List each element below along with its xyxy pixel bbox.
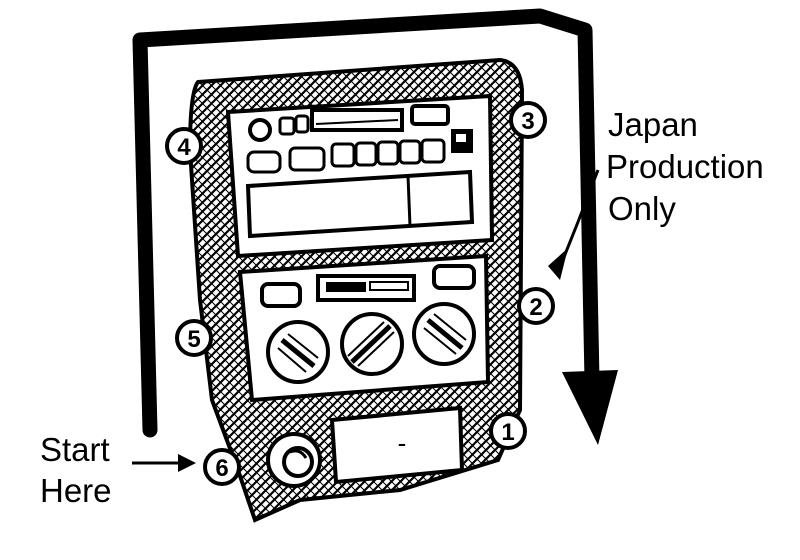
start-note-line-1: Start [40, 431, 110, 468]
storage-pocket [329, 405, 465, 485]
svg-text:4: 4 [177, 134, 191, 161]
svg-text:3: 3 [521, 108, 534, 135]
radio-preset-button [420, 138, 446, 164]
fastener-1-badge: 1 [489, 412, 527, 450]
climate-button [260, 282, 302, 308]
climate-button [432, 264, 476, 290]
radio-preset-button [246, 150, 282, 174]
radio-display [245, 169, 475, 239]
svg-text:5: 5 [187, 326, 200, 353]
fastener-4-badge: 4 [165, 127, 203, 165]
svg-text:2: 2 [529, 294, 542, 321]
radio-preset-button [398, 139, 422, 165]
start-note-line-2: Here [40, 472, 112, 509]
radio-knob [248, 118, 272, 142]
japan-note-line-2: Production [606, 148, 764, 185]
radio-eject-button [410, 104, 450, 126]
fastener-6-badge: 6 [203, 448, 241, 486]
radio-preset-button [354, 141, 378, 167]
fastener-5-badge: 5 [175, 319, 213, 357]
pocket-marking: - [398, 428, 407, 458]
start-here-pointer-head [178, 454, 196, 472]
radio-preset-button [330, 142, 356, 168]
removal-direction-arrow-path [132, 8, 600, 438]
svg-text:1: 1 [501, 419, 514, 446]
removal-direction-arrowhead [562, 370, 618, 445]
radio-preset-button [376, 140, 400, 166]
fastener-3-badge: 3 [509, 101, 547, 139]
japan-note-line-3: Only [608, 190, 676, 227]
svg-text:6: 6 [215, 455, 228, 482]
cassette-slot [310, 108, 404, 132]
radio-small-button [278, 116, 296, 136]
radio-small-button [294, 114, 310, 134]
japan-note-line-1: Japan [608, 106, 698, 143]
japan-note-pointer-head [548, 248, 568, 280]
radio-preset-button [288, 146, 326, 172]
fastener-2-badge: 2 [517, 287, 555, 325]
